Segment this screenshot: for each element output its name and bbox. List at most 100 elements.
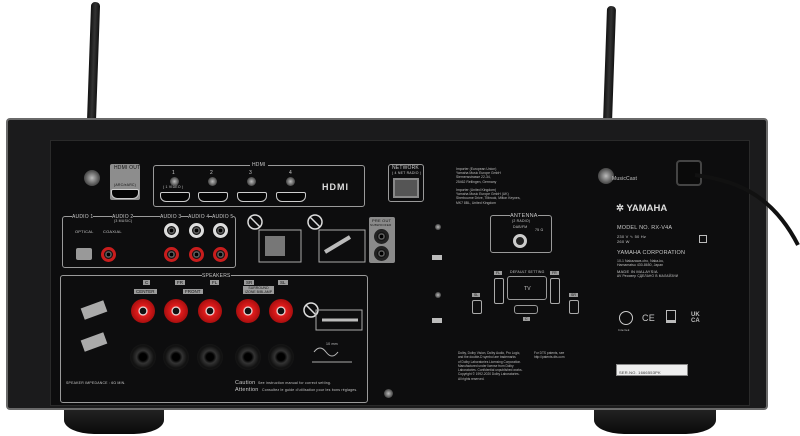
hdmi-3-number: 3	[249, 170, 252, 176]
screw	[170, 177, 179, 186]
network-label: NETWORK	[392, 165, 419, 171]
hdmi-out-port[interactable]	[111, 189, 139, 199]
russian-text: AV Ресивер СДЕЛАНО В МАЛАЙЗИИ	[617, 274, 679, 278]
audio-input-group	[62, 216, 236, 268]
audio5-left-jack[interactable]	[213, 223, 228, 238]
audio5-label: AUDIO 5	[212, 214, 234, 220]
optical-port[interactable]	[76, 248, 92, 260]
strip-length-label: 10 mm	[326, 342, 338, 346]
weee-bin-icon	[666, 310, 676, 323]
fr-plus-terminal[interactable]	[164, 299, 188, 323]
fm-antenna-jack[interactable]	[513, 234, 527, 248]
prohibited-plug-icon	[307, 214, 366, 263]
network-sub: ( 4 NET RADIO )	[392, 171, 422, 175]
screw	[247, 177, 256, 186]
hdmi-in-2-port[interactable]	[198, 192, 228, 202]
hdmi-out-sub: (ARC/eARC)	[114, 183, 137, 187]
hdmi-in-3-port[interactable]	[237, 192, 267, 202]
fl-plus-terminal[interactable]	[198, 299, 222, 323]
voltage-rating: 230 V ∿ 50 Hz	[617, 234, 647, 239]
hdmi-in-4-port[interactable]	[276, 192, 306, 202]
audio3-left-jack[interactable]	[164, 223, 179, 238]
center-plus-terminal[interactable]	[131, 299, 155, 323]
center-tag: CENTER	[134, 289, 157, 294]
coaxial-port[interactable]	[101, 247, 116, 262]
sl-minus-terminal[interactable]	[268, 344, 294, 370]
sr-plus-terminal[interactable]	[236, 299, 260, 323]
intertek-label: Intertek	[618, 328, 630, 332]
audio4-label: AUDIO 4	[188, 214, 210, 220]
hdmi-in-1-port[interactable]	[160, 192, 190, 202]
power-cord	[694, 173, 800, 246]
optical-label: OPTICAL	[75, 229, 94, 234]
screw	[435, 292, 441, 298]
antenna-base-right	[598, 168, 614, 184]
sl-channel-tag: SL	[278, 280, 288, 285]
importer-text: Importer (European Union) Yamaha Music E…	[456, 167, 521, 205]
fr-minus-terminal[interactable]	[163, 344, 189, 370]
hdmi-4-number: 4	[289, 170, 292, 176]
screw	[384, 389, 393, 398]
subwoofer-jack-2[interactable]	[374, 246, 389, 261]
dolby-text: Dolby, Dolby Vision, Dolby Audio, Pro Lo…	[458, 351, 523, 381]
power-inlet	[676, 160, 702, 186]
hdmi-1-sub: ( 1 VIDEO )	[163, 185, 184, 189]
center-minus-terminal[interactable]	[130, 344, 156, 370]
audio5-right-jack[interactable]	[213, 247, 228, 262]
fr-channel-tag: FR	[175, 280, 185, 285]
ukca-mark: UK CA	[691, 312, 700, 324]
fl-channel-tag: FL	[210, 280, 220, 285]
ethernet-port[interactable]	[393, 178, 419, 198]
wire-insertion-diagram-icon	[80, 300, 108, 352]
vent-slot	[432, 255, 442, 260]
network-block	[388, 164, 424, 202]
class-ii-icon	[699, 235, 707, 243]
fl-minus-terminal[interactable]	[197, 344, 223, 370]
screw	[286, 177, 295, 186]
fl-speaker-icon	[494, 278, 504, 304]
attention-label: Attention	[235, 387, 259, 393]
attention-text: Consultez le guide d'utilisation pour le…	[262, 388, 358, 392]
antenna-label: ANTENNA	[510, 213, 538, 219]
ce-mark: CE	[642, 313, 655, 323]
audio2-note: (3 MUSIC)	[114, 219, 133, 223]
hdmi-out-label: HDMI OUT	[114, 165, 141, 171]
surround-tag: SURROUND /ZONE B/BI-AMP	[243, 286, 275, 294]
intertek-icon	[619, 311, 633, 325]
antenna-sub: (2 RADIO)	[512, 219, 531, 223]
brand-text: YAMAHA	[626, 203, 668, 214]
default-setting-title: DEFAULT SETTING	[510, 270, 545, 274]
sr-minus-terminal[interactable]	[235, 344, 261, 370]
screw	[435, 224, 441, 230]
subwoofer-jack-1[interactable]	[374, 229, 389, 244]
model-number: MODEL NO. RX-V4A	[617, 225, 673, 231]
tv-label: TV	[524, 286, 531, 292]
audio1-label: AUDIO 1	[72, 214, 94, 220]
center-channel-tag: C	[143, 280, 151, 285]
yamaha-logo: ✲ YAMAHA	[616, 203, 667, 214]
serial-label	[616, 364, 688, 376]
fl-tag: FL	[494, 271, 503, 275]
hdmi-2-number: 2	[210, 170, 213, 176]
sr-speaker-icon	[569, 300, 579, 314]
screw	[208, 177, 217, 186]
tuning-fork-logo-icon: ✲	[616, 203, 627, 214]
made-in: MADE IN MALAYSIA	[617, 269, 658, 274]
sr-tag: SR	[569, 293, 578, 297]
hdmi-1-number: 1	[172, 170, 175, 176]
sl-speaker-icon	[472, 300, 482, 314]
audio4-right-jack[interactable]	[189, 247, 204, 262]
preout-label: PRE OUT	[372, 218, 392, 223]
front-tag: FRONT	[183, 289, 203, 294]
caution-label: Caution	[235, 380, 256, 386]
sl-plus-terminal[interactable]	[269, 299, 293, 323]
tv-icon	[507, 276, 547, 300]
corporation-name: YAMAHA CORPORATION	[617, 250, 686, 256]
coaxial-label: COAXIAL	[103, 229, 122, 234]
musiccast-label: MusicCast	[612, 176, 638, 182]
fr-speaker-icon	[550, 278, 560, 304]
audio2-label: AUDIO 2	[112, 214, 134, 220]
preout-sub: SUBWOOFER	[370, 223, 392, 227]
audio3-right-jack[interactable]	[164, 247, 179, 262]
audio4-left-jack[interactable]	[189, 223, 204, 238]
